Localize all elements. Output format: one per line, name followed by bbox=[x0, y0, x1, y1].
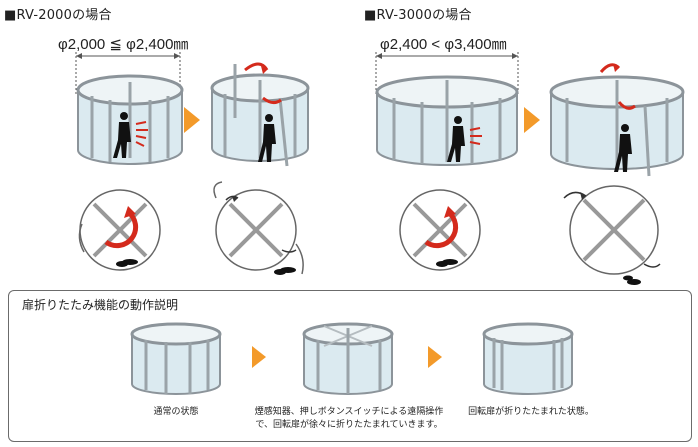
rv3000-dimension: φ2,400 < φ3,400㎜ bbox=[380, 36, 507, 53]
rv3000-door-rotating-illustration bbox=[375, 75, 519, 166]
rv2000-top-view-rotating bbox=[78, 189, 161, 271]
rv2000-door-rotating-illustration bbox=[76, 74, 184, 165]
caption-normal: 通常の状態 bbox=[153, 407, 199, 417]
rv2000-top-view-folding bbox=[213, 181, 304, 275]
rv2000-door-folding-illustration bbox=[210, 62, 310, 167]
fold-stage-folding-illustration bbox=[302, 322, 394, 395]
top-view-diagrams bbox=[78, 181, 661, 285]
fold-function-title: 扉折りたたみ機能の動作説明 bbox=[22, 298, 179, 312]
rv2000-title: ■RV-2000の場合 bbox=[4, 8, 112, 23]
sequence-arrow-2 bbox=[524, 107, 540, 133]
rv3000-top-view-folding bbox=[563, 185, 661, 285]
rv2000-dimension: φ2,000 ≦ φ2,400㎜ bbox=[58, 36, 189, 53]
fold-stage-normal-illustration bbox=[130, 322, 222, 395]
rv3000-top-view-rotating bbox=[399, 189, 481, 271]
caption-folded: 回転扉が折りたたまれた状態。 bbox=[468, 407, 594, 417]
fold-stage-folded-illustration bbox=[482, 322, 574, 395]
caption-operation-line1: 煙感知器、押しボタンスイッチによる遠隔操作 bbox=[254, 407, 444, 417]
caption-operation: 煙感知器、押しボタンスイッチによる遠隔操作 で、回転扉が徐々に折りたたまれていき… bbox=[234, 406, 464, 432]
caption-operation-line2: で、回転扉が徐々に折りたたまれていきます。 bbox=[255, 420, 443, 430]
rv3000-door-folding-illustration bbox=[549, 63, 685, 177]
fold-sequence-arrow-2 bbox=[428, 346, 442, 368]
fold-sequence-arrow-1 bbox=[252, 346, 266, 368]
rv3000-title: ■RV-3000の場合 bbox=[364, 8, 472, 23]
sequence-arrow-1 bbox=[184, 107, 200, 133]
